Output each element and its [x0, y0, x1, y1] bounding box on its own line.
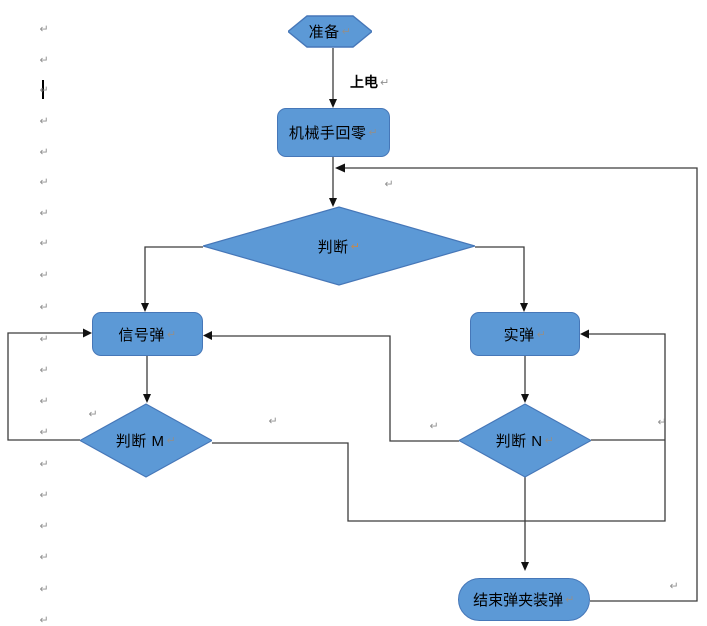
paragraph-mark: ↵ [39, 0, 48, 3]
hexagon-shape [288, 15, 372, 48]
node-label: 信号弹 [118, 326, 165, 344]
paragraph-mark: ↵ [39, 583, 49, 596]
paragraph-mark: ↵ [268, 415, 278, 428]
paragraph-mark: ↵ [565, 594, 575, 606]
paragraph-mark: ↵ [39, 176, 49, 189]
connector-judgen-to-signal[interactable] [211, 335, 459, 442]
paragraph-mark: ↵ [39, 237, 49, 250]
paragraph-mark: ↵ [380, 76, 390, 89]
paragraph-mark: ↵ [39, 23, 49, 36]
paragraph-mark: ↵ [166, 435, 177, 447]
paragraph-mark: ↵ [39, 614, 49, 626]
paragraph-mark: ↵ [384, 178, 394, 191]
arrowhead [521, 562, 529, 571]
paragraph-mark: ↵ [39, 84, 49, 97]
paragraph-mark: ↵ [657, 416, 667, 429]
arrowhead [335, 163, 345, 173]
paragraph-mark: ↵ [39, 54, 49, 67]
node-label: 结束弹夹装弹 [473, 592, 564, 609]
paragraph-mark: ↵ [39, 333, 49, 346]
paragraph-mark: ↵ [669, 580, 679, 593]
arrowhead [143, 394, 151, 403]
paragraph-mark: ↵ [39, 146, 49, 159]
paragraph-mark: ↵ [39, 115, 49, 128]
edge-label-power-on: 上电↵ [350, 72, 389, 92]
node-label: 判断 M [115, 433, 165, 450]
connector-judge-to-live[interactable] [475, 246, 525, 305]
arrowhead [580, 329, 589, 339]
connector-judgem-to-live[interactable] [212, 333, 666, 522]
paragraph-mark: ↵ [39, 489, 49, 502]
text-caret [42, 80, 44, 99]
connector-judgem-left-loop[interactable] [7, 332, 84, 441]
connector-feedback-loop[interactable] [344, 167, 698, 602]
node-label: 判断 [317, 238, 349, 256]
paragraph-mark: ↵ [368, 127, 379, 139]
arrowhead [141, 303, 149, 312]
node-label: 判断 N [495, 433, 543, 450]
arrowhead [329, 198, 337, 207]
node-label: 实弹 [503, 326, 535, 344]
paragraph-mark: ↵ [536, 328, 547, 341]
flow-node-judge-n[interactable]: 判断 N↵ [459, 403, 591, 478]
arrowhead [520, 303, 528, 312]
flow-node-signal-shell[interactable]: 信号弹↵ [92, 312, 203, 356]
paragraph-mark: ↵ [39, 301, 49, 314]
edge-label-text: 上电 [350, 74, 378, 90]
paragraph-mark: ↵ [166, 328, 177, 341]
paragraph-mark: ↵ [39, 458, 49, 471]
node-label: 准备 [308, 24, 340, 41]
flow-node-judge-m[interactable]: 判断 M↵ [80, 403, 212, 478]
diamond-shape [80, 403, 212, 478]
paragraph-mark: ↵ [39, 395, 49, 408]
paragraph-mark: ↵ [39, 269, 49, 282]
paragraph-mark: ↵ [39, 520, 49, 533]
paragraph-mark: ↵ [39, 207, 49, 220]
diamond-shape [203, 206, 475, 286]
flow-node-judge[interactable]: 判断↵ [203, 206, 475, 286]
paragraph-mark: ↵ [341, 26, 352, 38]
flow-node-live-shell[interactable]: 实弹↵ [470, 312, 580, 356]
paragraph-mark: ↵ [429, 420, 439, 433]
connector-judge-to-signal[interactable] [144, 246, 203, 305]
arrowhead [203, 331, 212, 340]
paragraph-mark: ↵ [544, 435, 555, 447]
paragraph-mark: ↵ [39, 551, 49, 564]
paragraph-mark: ↵ [39, 364, 49, 377]
arrowhead [83, 328, 92, 338]
arrowhead [521, 394, 529, 403]
diamond-shape [459, 403, 591, 478]
node-label: 机械手回零 [288, 125, 367, 142]
paragraph-mark: ↵ [39, 426, 49, 439]
flow-node-end-loading[interactable]: 结束弹夹装弹↵ [458, 578, 590, 621]
arrowhead [329, 99, 337, 108]
paragraph-mark: ↵ [88, 408, 98, 421]
flow-node-prepare[interactable]: 准备↵ [288, 15, 372, 48]
paragraph-mark: ↵ [350, 240, 361, 253]
flow-node-robot-home[interactable]: 机械手回零↵ [277, 108, 390, 157]
